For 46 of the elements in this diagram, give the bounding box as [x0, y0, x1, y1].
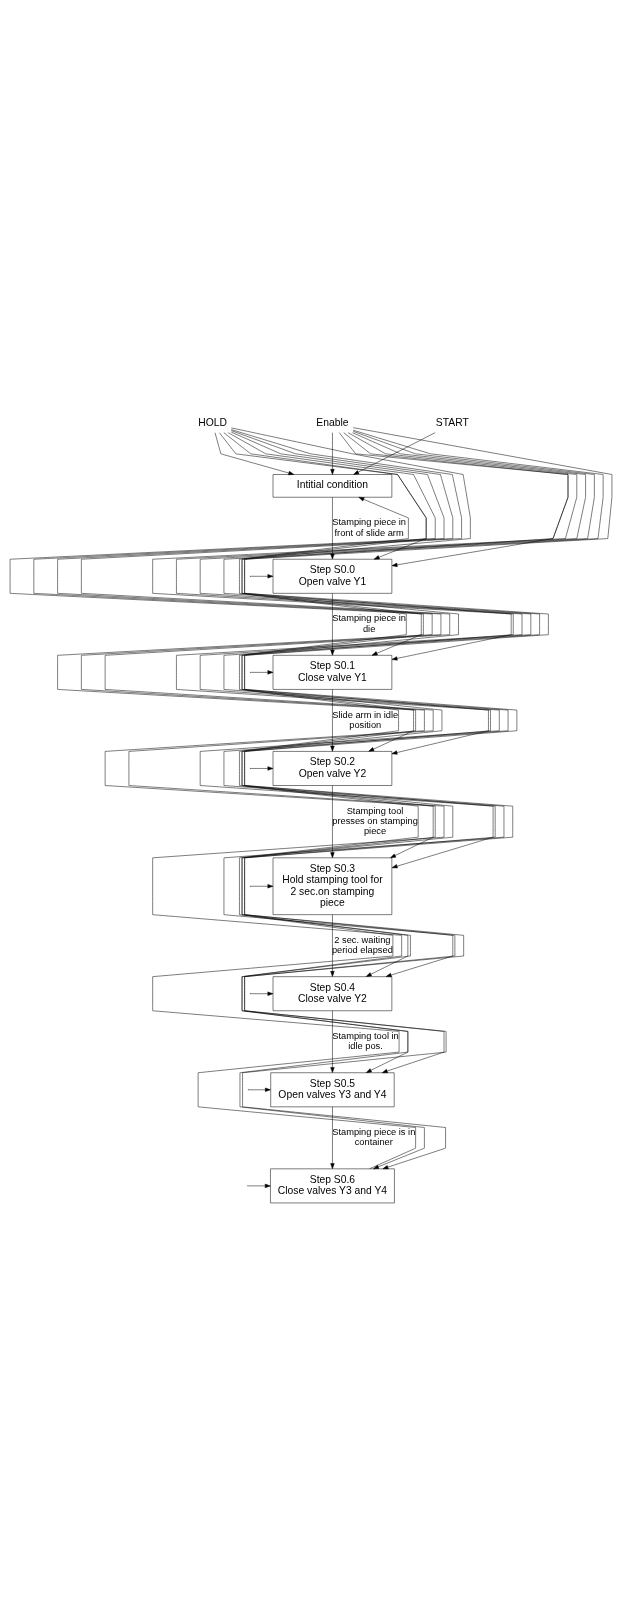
- arrow: [247, 1183, 271, 1188]
- edge-label: Stamping piece is in container: [332, 1126, 416, 1147]
- node-text: HOLD: [198, 416, 227, 428]
- arrow: [231, 427, 471, 1169]
- arrow: [223, 429, 604, 1073]
- node-box: Intitial condition: [272, 473, 393, 497]
- arrow: [57, 429, 454, 977]
- arrow: [250, 883, 274, 888]
- arrow: [330, 1010, 335, 1073]
- edge-label: Stamping piece in front of slide arm: [332, 516, 407, 538]
- arrow: [250, 669, 274, 674]
- arrow: [353, 431, 436, 475]
- node-box: Step S0.1 Close valve Y1: [272, 654, 393, 690]
- arrow: [330, 496, 335, 559]
- arrow: [330, 688, 335, 751]
- arrow: [242, 426, 613, 1169]
- arrow: [250, 765, 274, 771]
- node-text: START: [435, 416, 469, 428]
- node-box: Step S0.4 Close valve Y2: [272, 975, 393, 1011]
- node-box: Step S0.5 Open valves Y3 and Y4: [270, 1072, 395, 1107]
- edge-label: 2 sec. waiting period elapsed: [331, 934, 393, 955]
- arrow: [330, 431, 335, 475]
- arrow: [33, 431, 445, 858]
- arrow: [223, 431, 427, 656]
- node-box: Step S0.3 Hold stamping tool for 2 sec.on stamping piece: [272, 857, 393, 915]
- arrow: [176, 431, 586, 868]
- arrow: [330, 592, 335, 655]
- arrow: [81, 428, 462, 1073]
- arrow: [152, 496, 419, 1169]
- node-box: Step S0.6 Close valves Y3 and Y4: [270, 1168, 395, 1203]
- arrow: [9, 431, 436, 752]
- edge-label: Stamping tool presses on stamping piece: [332, 805, 418, 836]
- edge-label: Stamping piece in die: [332, 612, 407, 634]
- node-box: Step S0.0 Open valve Y1: [272, 558, 393, 594]
- arrow: [219, 431, 427, 559]
- arrow: [248, 1087, 271, 1092]
- arrow: [152, 431, 578, 755]
- arrow: [199, 430, 595, 977]
- arrow: [214, 431, 295, 475]
- edge-label: Slide arm in idle position: [332, 709, 399, 730]
- arrow: [330, 784, 335, 858]
- arrow: [330, 1106, 335, 1169]
- arrow: [330, 913, 335, 977]
- node-text: Enable: [316, 416, 349, 428]
- edge-label: Stamping tool in idle pos.: [332, 1030, 399, 1051]
- node-box: Step S0.2 Open valve Y2: [272, 750, 393, 786]
